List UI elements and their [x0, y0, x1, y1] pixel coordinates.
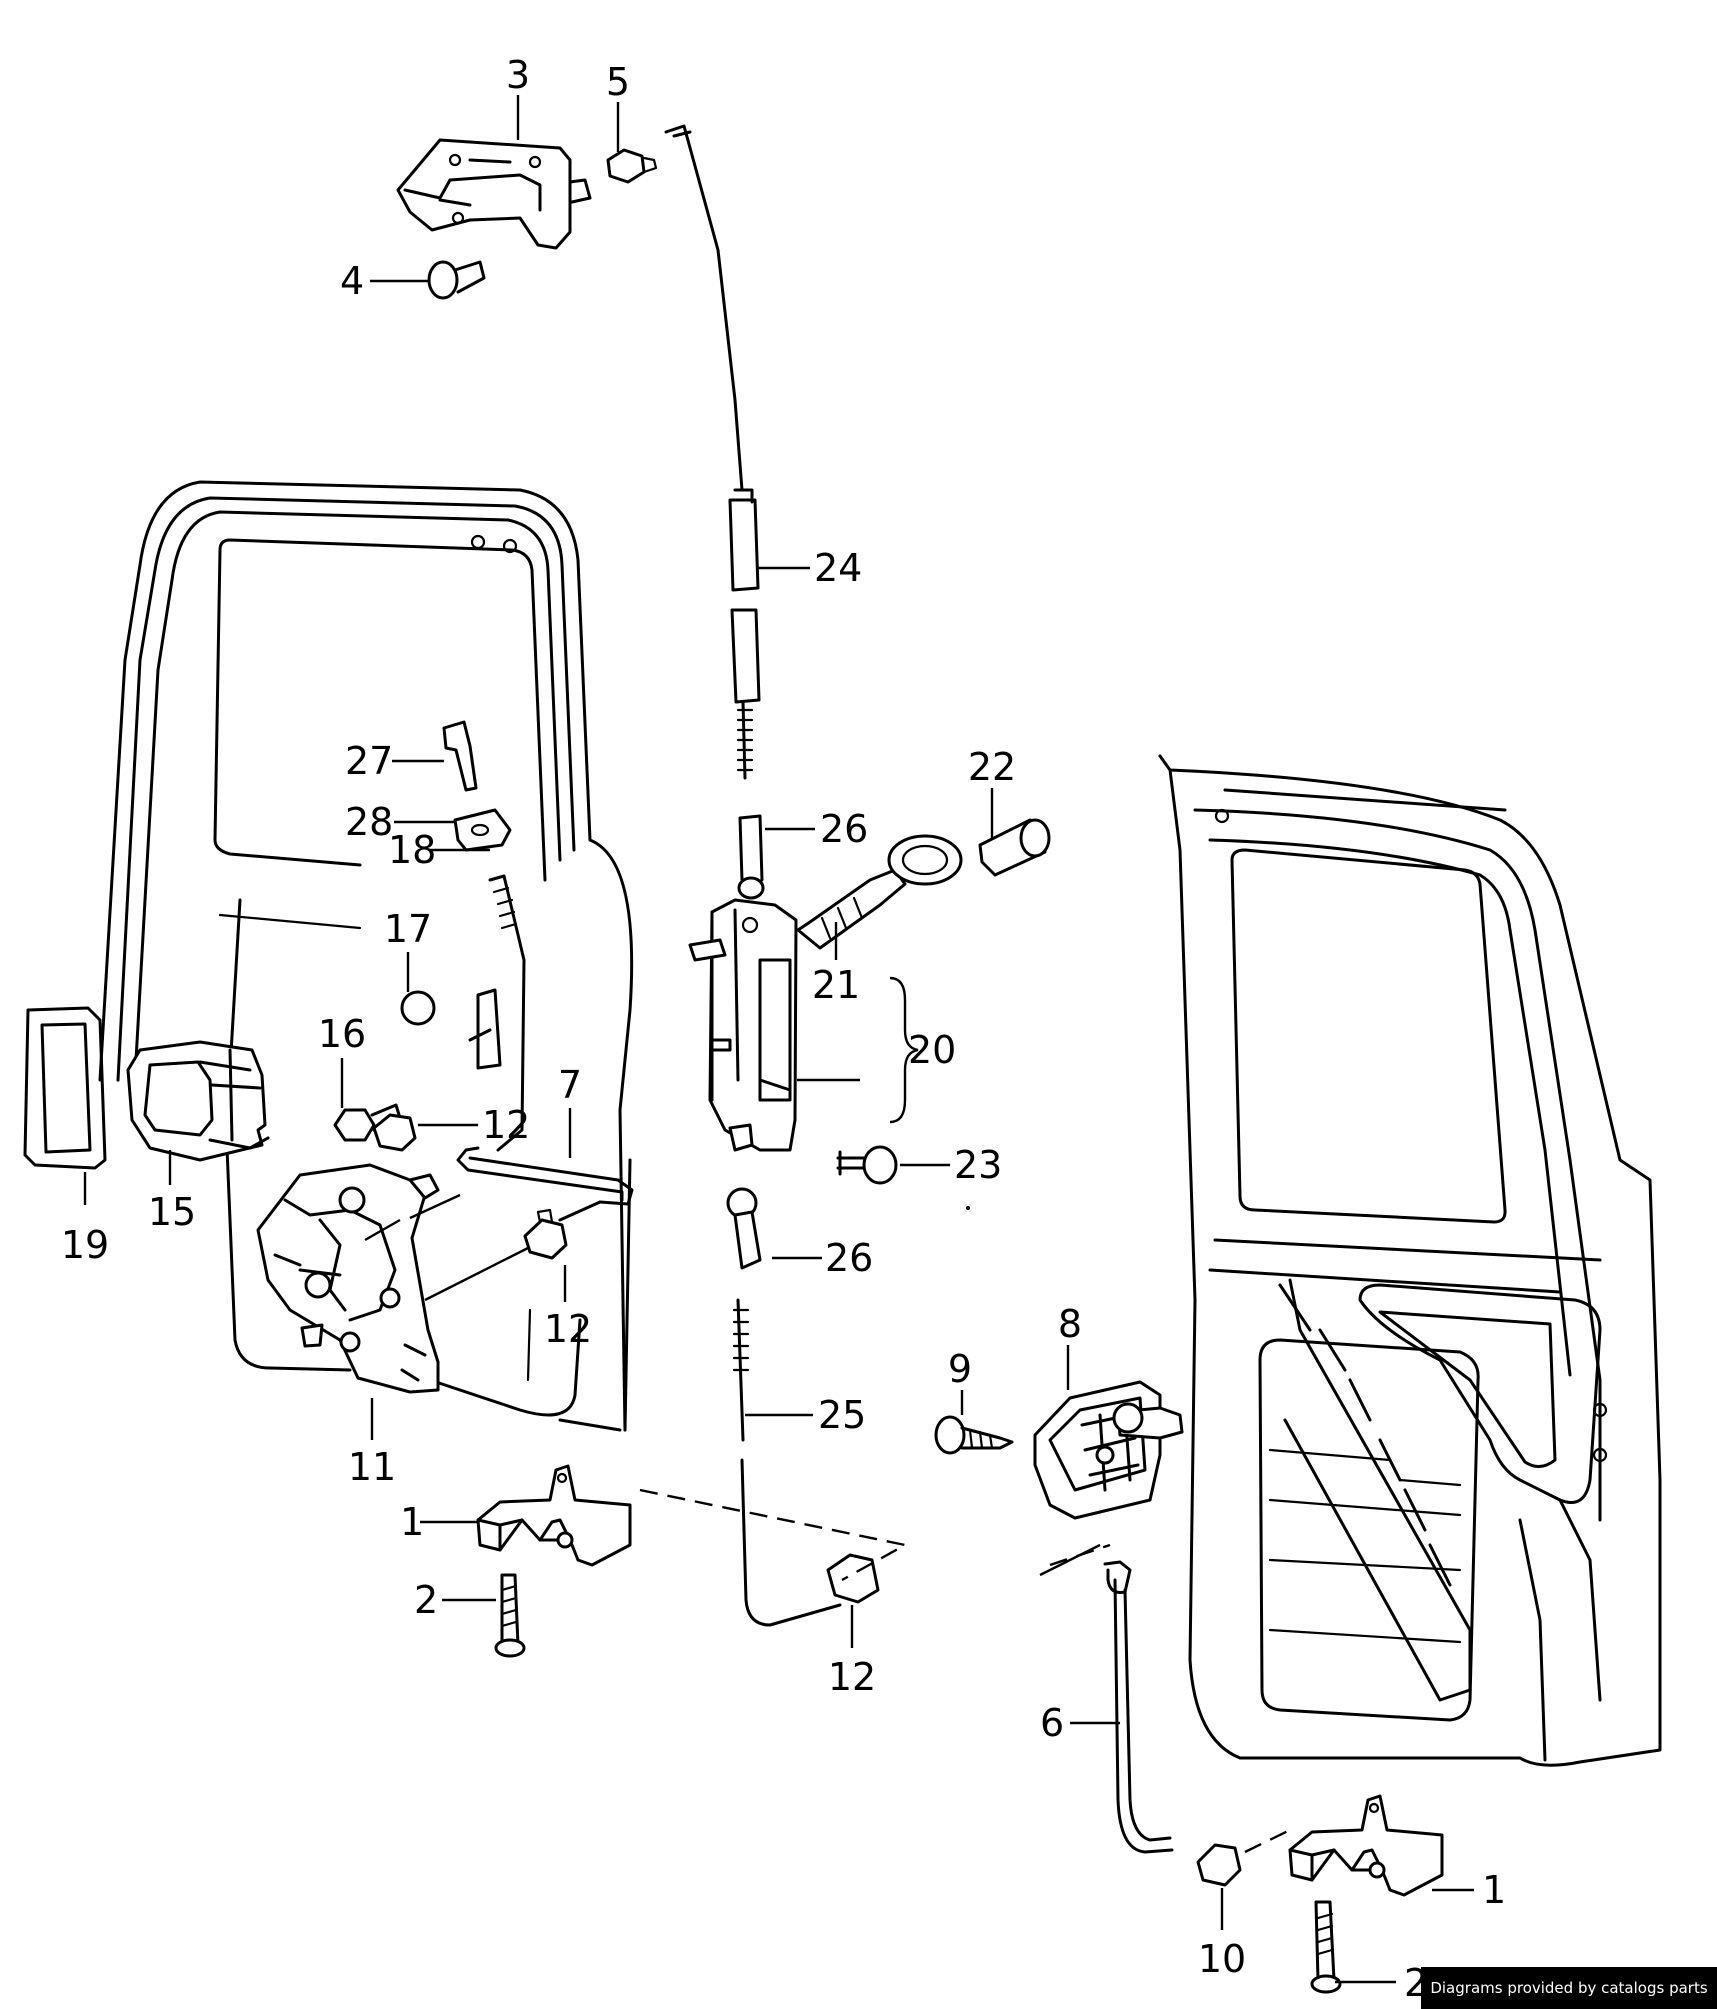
callout-21: 21 — [812, 963, 860, 1007]
left-door-panel — [98, 480, 634, 1432]
callout-24: 24 — [814, 546, 862, 590]
callout-7: 7 — [558, 1063, 582, 1107]
callout-11: 11 — [348, 1445, 396, 1489]
clip-28 — [453, 808, 512, 852]
lock-cylinder-21 — [796, 834, 963, 950]
screw-23 — [836, 1145, 898, 1185]
callout-12-middle: 12 — [544, 1307, 592, 1351]
callout-22: 22 — [968, 745, 1016, 789]
callout-27: 27 — [345, 739, 393, 783]
washer-17 — [400, 990, 436, 1026]
dot-mark — [966, 1206, 970, 1210]
rod-6 — [1103, 1560, 1174, 1854]
callout-15: 15 — [148, 1190, 196, 1234]
handle-15 — [126, 1040, 270, 1162]
clip-26-upper — [737, 814, 765, 900]
credit-banner: Diagrams provided by catalogs parts — [1421, 1967, 1717, 2009]
callout-25: 25 — [818, 1393, 866, 1437]
hinge-8 — [1033, 1380, 1184, 1520]
rod-24 — [664, 124, 761, 780]
callout-3: 3 — [506, 53, 530, 97]
hinge-1-left — [476, 1464, 632, 1567]
leader-lines — [83, 95, 1474, 1984]
rod-7 — [456, 1146, 634, 1222]
clip-12-middle — [523, 1208, 568, 1260]
rod-18 — [488, 874, 526, 1152]
callout-10: 10 — [1198, 1937, 1246, 1981]
callout-6: 6 — [1040, 1701, 1064, 1745]
callout-26-lower: 26 — [825, 1236, 873, 1280]
callout-18: 18 — [388, 828, 436, 872]
callout-5: 5 — [606, 60, 630, 104]
callout-28: 28 — [345, 800, 393, 844]
screw-2-left — [494, 1573, 526, 1658]
gasket-19 — [23, 1006, 107, 1170]
screw-9 — [934, 1415, 1014, 1455]
nut-5 — [606, 148, 658, 184]
callout-12-upper: 12 — [482, 1103, 530, 1147]
callout-9: 9 — [948, 1347, 972, 1391]
screw-2-right — [1310, 1900, 1342, 1994]
right-door-panel — [1158, 754, 1662, 1767]
callout-1-left: 1 — [400, 1500, 424, 1544]
hinge-upper — [396, 138, 592, 250]
clip-12-lower — [826, 1553, 880, 1604]
callout-labels: 3 5 4 24 27 28 26 22 18 17 16 21 20 19 1… — [61, 53, 1506, 2005]
callout-4: 4 — [340, 259, 364, 303]
callout-12-lower: 12 — [828, 1655, 876, 1699]
callout-2-left: 2 — [414, 1578, 438, 1622]
clip-26-lower — [726, 1187, 762, 1270]
callout-26-upper: 26 — [820, 807, 868, 851]
callout-8: 8 — [1058, 1302, 1082, 1346]
clip-10 — [1196, 1843, 1242, 1887]
pin-27 — [442, 720, 478, 792]
alignment-lines — [364, 1193, 1291, 1854]
callout-23: 23 — [954, 1143, 1002, 1187]
clip-12-upper — [372, 1113, 417, 1152]
lock-mechanism-11 — [256, 1163, 440, 1394]
callout-17: 17 — [384, 907, 432, 951]
rod-25 — [732, 1298, 842, 1627]
callout-1-right: 1 — [1482, 1868, 1506, 1912]
cap-22 — [978, 818, 1051, 877]
callout-16: 16 — [318, 1012, 366, 1056]
bolt-4 — [427, 260, 486, 300]
callout-19: 19 — [61, 1223, 109, 1267]
hinge-1-right — [1288, 1794, 1444, 1897]
callout-20: 20 — [908, 1028, 956, 1072]
lever-plate — [468, 988, 502, 1070]
handle-assembly-20 — [688, 898, 798, 1152]
